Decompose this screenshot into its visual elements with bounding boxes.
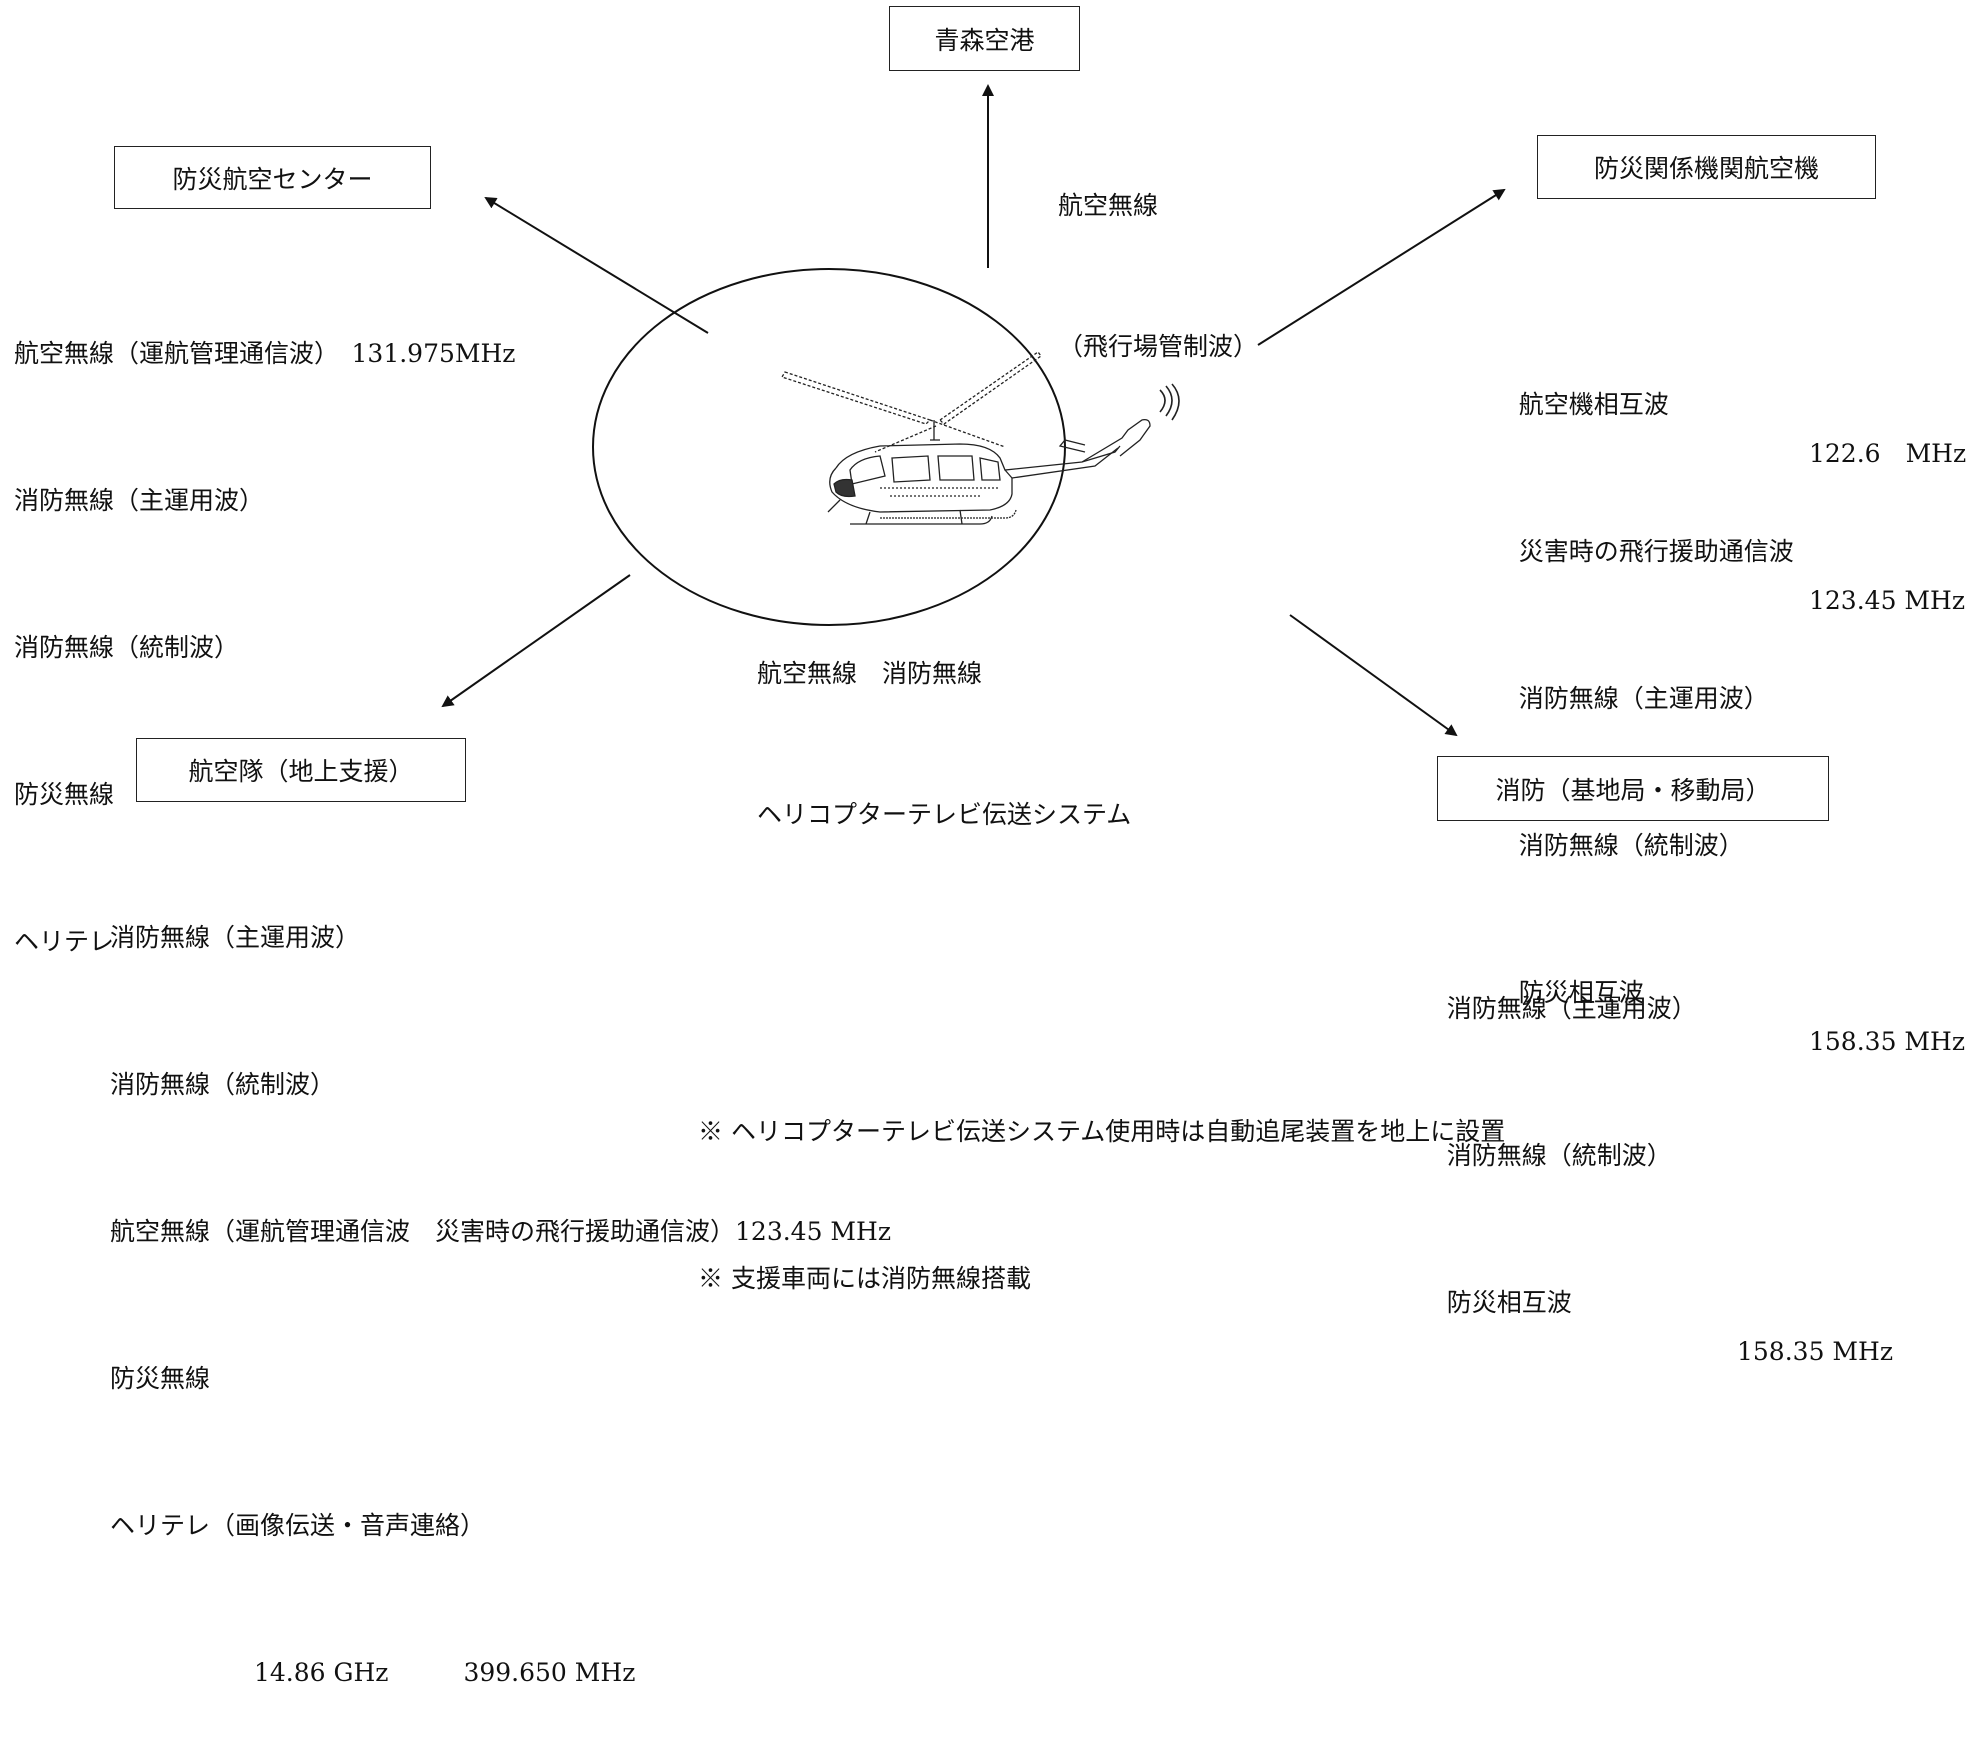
row-name: 防災相互波 — [1518, 978, 1644, 1007]
center-line2: ヘリコプターテレビ伝送システム — [757, 800, 1132, 829]
bousai-center-items: 航空無線（運航管理通信波） 131.975MHz 消防無線（主運用波） 消防無線… — [14, 231, 515, 1015]
center-line1: 航空無線 消防無線 — [757, 659, 983, 688]
bousai-center-item: 航空無線（運航管理通信波） 131.975MHz — [14, 339, 516, 368]
bousai-aircraft-row: 消防無線（主運用波） — [1487, 625, 1957, 713]
note-line: ※ ヘリコプターテレビ伝送システム使用時は自動追尾装置を地上に設置 — [698, 1117, 1506, 1146]
row-name: 消防無線（主運用波） — [1446, 994, 1697, 1023]
row-name: 消防無線（主運用波） — [1518, 684, 1769, 713]
row-freq: 158.35 MHz — [1809, 1027, 1965, 1056]
arrow-to-bousai-aircraft — [1257, 188, 1506, 346]
aomori-airport-box: 青森空港 — [889, 6, 1080, 71]
arrow-to-ground-support — [441, 574, 631, 708]
bousai-center-item: 消防無線（主運用波） — [14, 486, 265, 515]
bousai-center-item: ヘリテレ — [14, 927, 115, 956]
bousai-aircraft-row: 航空機相互波 122.6 MHz — [1487, 331, 1966, 468]
row-name: 消防無線（統制波） — [1518, 831, 1744, 860]
bousai-aircraft-row: 災害時の飛行援助通信波 123.45 MHz — [1487, 478, 1965, 615]
bousai-center-item: 防災無線 — [14, 780, 115, 809]
bousai-aircraft-row: 消防無線（統制波） — [1487, 772, 1957, 860]
ground-support-freq: 14.86 GHz 399.650 MHz — [254, 1658, 636, 1687]
bousai-aircraft-box: 防災関係機関航空機 — [1537, 135, 1876, 199]
bousai-center-box: 防災航空センター — [114, 146, 431, 209]
fire-station-title: 消防（基地局・移動局） — [1495, 775, 1771, 805]
ground-support-item: 消防無線（主運用波） — [110, 923, 361, 952]
aomori-airport-title: 青森空港 — [934, 25, 1035, 55]
row-freq: 123.45 MHz — [1809, 586, 1965, 615]
fire-station-box: 消防（基地局・移動局） — [1437, 756, 1829, 821]
diagram-connectors — [441, 84, 1506, 737]
fire-station-row: 消防無線（主運用波） — [1415, 935, 1895, 1023]
aomori-radio-label: 航空無線 （飛行場管制波） — [1058, 88, 1258, 417]
bousai-center-title: 防災航空センター — [172, 164, 373, 194]
arrow-to-fire-station — [1289, 614, 1458, 737]
note-line: ※ 支援車両には消防無線搭載 — [698, 1264, 1031, 1293]
aomori-radio-line2: （飛行場管制波） — [1058, 332, 1259, 361]
arrow-to-bousai-center — [484, 196, 709, 334]
ground-support-box: 航空隊（地上支援） — [136, 738, 466, 802]
center-label: 航空無線 消防無線 ヘリコプターテレビ伝送システム — [757, 556, 1131, 885]
row-name: 航空機相互波 — [1518, 390, 1669, 419]
ground-support-title: 航空隊（地上支援） — [188, 757, 414, 786]
row-freq: 158.35 MHz — [1737, 1337, 1893, 1366]
aomori-radio-line1: 航空無線 — [1058, 191, 1159, 220]
bousai-aircraft-items: 航空機相互波 122.6 MHz 災害時の飛行援助通信波 123.45 MHz … — [1487, 233, 1966, 1056]
ground-support-item: 防災無線 — [110, 1364, 211, 1393]
ground-support-item: ヘリテレ（画像伝送・音声連絡） — [110, 1511, 486, 1540]
helicopter-illustration — [781, 351, 1180, 525]
bousai-aircraft-row: 防災相互波 158.35 MHz — [1487, 919, 1965, 1056]
bousai-aircraft-title: 防災関係機関航空機 — [1593, 154, 1819, 183]
row-freq: 122.6 MHz — [1809, 439, 1967, 468]
bousai-center-item: 消防無線（統制波） — [14, 633, 240, 662]
row-name: 災害時の飛行援助通信波 — [1518, 537, 1794, 566]
notes: ※ ヘリコプターテレビ伝送システム使用時は自動追尾装置を地上に設置 ※ 支援車両… — [698, 1009, 1505, 1352]
